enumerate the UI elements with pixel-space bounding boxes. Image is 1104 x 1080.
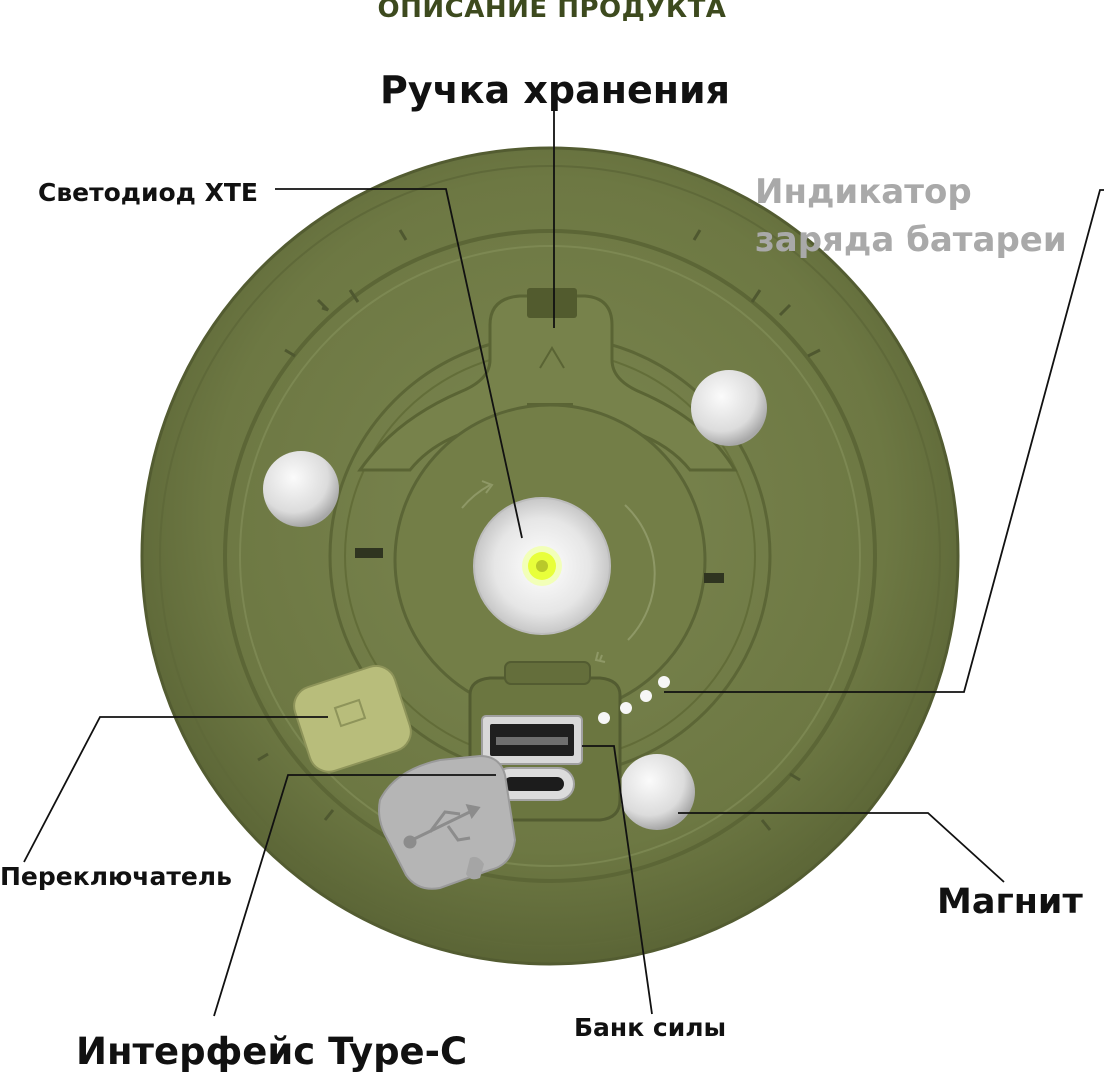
switch-button[interactable]: [289, 661, 416, 777]
rotation-arrow-icon: [461, 480, 656, 663]
battery-indicator: [598, 676, 670, 724]
magnet-bottom-right: [619, 754, 695, 830]
section-title: ОПИСАНИЕ ПРОДУКТА: [377, 0, 727, 24]
label-switch: Переключатель: [0, 862, 232, 891]
usb-icon: [403, 803, 481, 849]
rim-notches: [257, 229, 821, 831]
triangle-mark-icon: [539, 346, 565, 369]
label-power-bank: Банк силы: [574, 1013, 727, 1042]
leader-lines: [23, 104, 1104, 1017]
label-battery-line1: Индикатор: [755, 172, 972, 212]
label-type-c: Интерфейс Type-C: [76, 1030, 468, 1073]
label-battery-indicator: Индикатор заряда батареи: [755, 168, 1067, 264]
storage-handle[interactable]: [357, 288, 738, 472]
magnet-left: [263, 451, 339, 527]
usb-cover[interactable]: [378, 754, 517, 890]
xte-led: [473, 497, 611, 635]
usb-c-port[interactable]: [493, 767, 575, 801]
magnet-top-right: [691, 370, 767, 446]
label-magnet: Магнит: [937, 882, 1083, 922]
label-storage-handle: Ручка хранения: [380, 68, 731, 112]
label-battery-line2: заряда батареи: [755, 220, 1067, 260]
usb-a-port[interactable]: [481, 715, 583, 765]
label-xte-led: Светодиод XTE: [38, 178, 258, 207]
